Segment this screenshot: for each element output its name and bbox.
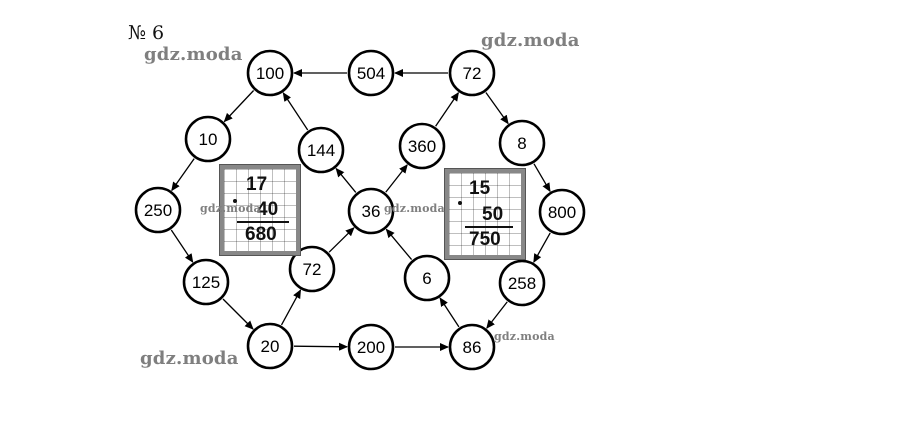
node-circle <box>448 323 496 371</box>
node-n20: 20 <box>246 322 294 370</box>
node-label: 258 <box>508 274 536 293</box>
node-label: 86 <box>463 338 482 357</box>
multiplicand-right: 15 <box>469 178 491 199</box>
node-n86: 86 <box>448 323 496 371</box>
node-circle <box>297 126 345 174</box>
arrow-n144-to-n100 <box>282 92 309 131</box>
node-circle <box>398 122 446 170</box>
node-label: 100 <box>256 64 284 83</box>
node-label: 125 <box>192 273 220 292</box>
node-circle <box>448 49 496 97</box>
node-label: 8 <box>517 134 526 153</box>
node-label: 200 <box>357 338 385 357</box>
multiplication-box-right: 15 50 750 <box>444 168 526 260</box>
node-label: 800 <box>548 203 576 222</box>
node-n504: 504 <box>347 49 395 97</box>
node-n125: 125 <box>182 258 230 306</box>
arrow-n36-to-n360 <box>385 164 408 193</box>
arrow-n86-to-n6 <box>439 297 460 328</box>
node-circle <box>538 188 586 236</box>
nodes-layer: 100 504 72 10 144 360 8 250 36 800 125 72 6 258 20 200 8… <box>134 49 586 371</box>
watermark-top-left: gdz.moda <box>144 44 243 65</box>
arrow-n800-to-n258 <box>533 232 551 263</box>
multiplicand-left: 17 <box>246 174 268 195</box>
node-n258: 258 <box>498 259 546 307</box>
node-n360: 360 <box>398 122 446 170</box>
node-label: 10 <box>199 130 218 149</box>
multiplier-left: 40 <box>257 199 279 220</box>
product-right: 750 <box>469 229 501 250</box>
node-label: 6 <box>422 269 431 288</box>
node-n800: 800 <box>538 188 586 236</box>
node-circle <box>347 49 395 97</box>
node-n250: 250 <box>134 186 182 234</box>
product-left: 680 <box>245 224 277 245</box>
node-label: 72 <box>463 64 482 83</box>
node-n6: 6 <box>403 254 451 302</box>
result-line-right <box>465 226 513 228</box>
node-circle <box>498 259 546 307</box>
multiplication-sign-right <box>458 201 462 205</box>
watermark-bottom-left: gdz.moda <box>140 348 239 369</box>
node-label: 36 <box>362 202 381 221</box>
arrow-n8-to-n800 <box>533 163 551 193</box>
arrow-n72mid-to-n36 <box>328 227 355 253</box>
arrow-n100-to-n10 <box>223 90 255 123</box>
node-n144: 144 <box>297 126 345 174</box>
watermark-center: gdz.moda <box>384 202 445 215</box>
node-circle <box>182 258 230 306</box>
node-circle <box>246 322 294 370</box>
node-circle <box>403 254 451 302</box>
arrow-n258-to-n86 <box>486 301 508 329</box>
arrow-n20-to-n72mid <box>280 289 302 326</box>
arrow-n36-to-n144 <box>335 167 357 193</box>
multiplier-right: 50 <box>482 204 504 225</box>
arrow-n125-to-n20 <box>222 298 254 330</box>
arrow-n250-to-n125 <box>170 229 194 263</box>
node-n10: 10 <box>184 115 232 163</box>
node-label: 20 <box>261 337 280 356</box>
node-circle <box>288 245 336 293</box>
multiplication-sign-left <box>233 199 237 203</box>
node-n72top: 72 <box>448 49 496 97</box>
arrow-n360-to-n72top <box>435 91 459 127</box>
node-n36: 36 <box>347 187 395 235</box>
node-label: 504 <box>357 64 385 83</box>
node-circle <box>498 119 546 167</box>
watermark-left-box: gdz.moda <box>200 202 261 215</box>
node-label: 250 <box>144 201 172 220</box>
node-label: 72 <box>303 260 322 279</box>
node-circle <box>246 49 294 97</box>
node-label: 144 <box>307 141 335 160</box>
arrow-n10-to-n250 <box>171 158 195 192</box>
watermark-top-right: gdz.moda <box>481 30 580 51</box>
node-n8: 8 <box>498 119 546 167</box>
result-line-left <box>237 221 289 223</box>
task-number: № 6 <box>128 22 165 44</box>
node-circle <box>347 323 395 371</box>
multiplication-box-left: 17 40 680 <box>219 164 301 256</box>
node-label: 360 <box>408 137 436 156</box>
node-n72mid: 72 <box>288 245 336 293</box>
arrow-n6-to-n36 <box>385 228 413 261</box>
node-circle <box>134 186 182 234</box>
arrow-n72top-to-n8 <box>485 92 509 125</box>
node-circle <box>184 115 232 163</box>
node-n200: 200 <box>347 323 395 371</box>
node-circle <box>347 187 395 235</box>
arrow-n20-to-n200 <box>293 342 348 351</box>
node-n100: 100 <box>246 49 294 97</box>
watermark-bottom-right: gdz.moda <box>494 330 555 343</box>
edges-layer <box>170 69 551 351</box>
